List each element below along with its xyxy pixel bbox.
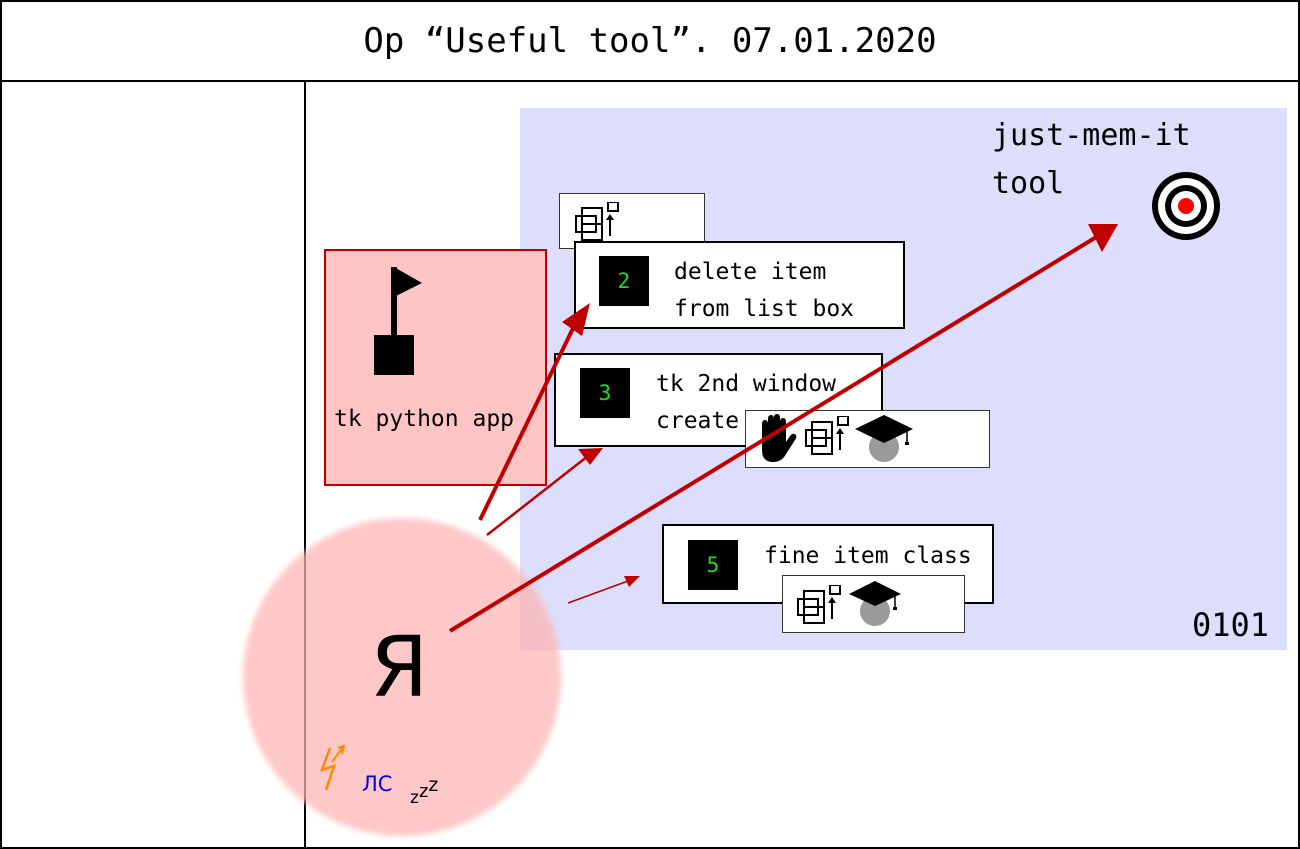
target-icon	[1152, 172, 1220, 240]
windows-move-icon	[797, 585, 841, 624]
sleep-z-medium: z	[418, 781, 429, 802]
me-glyph: Я	[370, 618, 429, 716]
windows-move-icon	[575, 202, 619, 241]
header-bar: Op “Useful tool”. 07.01.2020	[0, 0, 1300, 82]
task-5-label: fine item class	[764, 543, 972, 569]
windows-move-icon	[805, 416, 849, 455]
graduation-cap-icon	[855, 415, 913, 462]
tool-code: 0101	[1192, 606, 1270, 644]
tool-title: just-mem-it tool	[992, 118, 1191, 201]
task-2-card: 2 delete item from list box	[574, 241, 905, 329]
page-title: Op “Useful tool”. 07.01.2020	[363, 21, 937, 61]
sleep-z-large: z	[428, 774, 439, 796]
task-3-tagbar	[745, 410, 990, 468]
task-5-number: 5	[688, 540, 738, 590]
app-label: tk python app	[334, 406, 515, 432]
sleep-z-small: z	[410, 788, 419, 808]
flag-icon	[374, 267, 422, 375]
graduation-cap-icon	[849, 581, 901, 626]
app-box	[324, 249, 547, 486]
task-2-number: 2	[599, 256, 649, 306]
lightning-icon	[320, 744, 346, 791]
task-5-tagbar	[782, 575, 965, 633]
hand-icon	[762, 414, 797, 462]
left-column	[0, 80, 306, 849]
status-ls-label: ЛС	[362, 772, 393, 796]
task-2-label: delete item from list box	[674, 259, 855, 322]
task-3-number: 3	[580, 368, 630, 418]
sleep-zzz-label: zzz	[410, 772, 439, 808]
